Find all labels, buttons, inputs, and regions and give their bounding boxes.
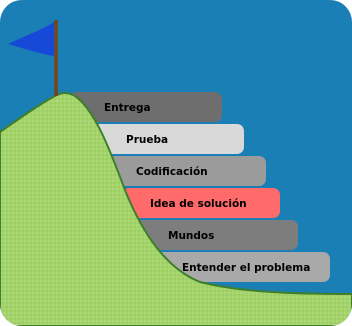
- step-5: Mundos: [134, 220, 298, 250]
- step-block: [90, 124, 244, 154]
- step-label: Idea de solución: [150, 198, 247, 210]
- flag-icon: [8, 20, 58, 96]
- flag-pole: [54, 20, 58, 96]
- step-label: Entrega: [104, 102, 151, 114]
- step-label: Codificación: [136, 166, 208, 178]
- flag-cloth: [8, 22, 54, 56]
- step-2: Prueba: [90, 124, 244, 154]
- step-label: Mundos: [168, 230, 214, 242]
- step-3: Codificación: [108, 156, 266, 186]
- step-block: [108, 156, 266, 186]
- step-block: [148, 252, 330, 282]
- step-4: Idea de solución: [122, 188, 280, 218]
- step-block: [134, 220, 298, 250]
- step-label: Entender el problema: [182, 262, 310, 274]
- step-6: Entender el problema: [148, 252, 330, 282]
- step-1: Entrega: [70, 92, 222, 122]
- step-block: [70, 92, 222, 122]
- step-block: [122, 188, 280, 218]
- step-label: Prueba: [126, 134, 168, 146]
